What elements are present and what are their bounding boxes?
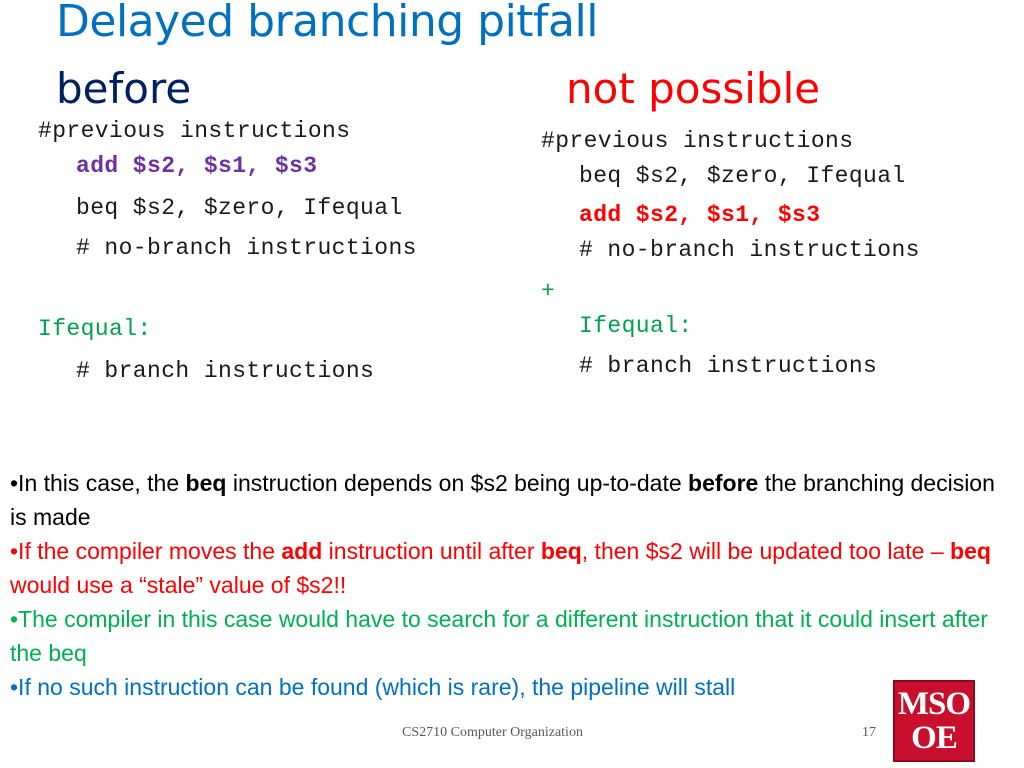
- left-code-line-3: beq $s2, $zero, Ifequal: [76, 195, 403, 221]
- left-code-line-1: #previous instructions: [38, 118, 351, 144]
- slide-title: Delayed branching pitfall: [56, 0, 598, 47]
- left-code-line-6: # branch instructions: [76, 358, 375, 384]
- bullet-4: •If no such instruction can be found (wh…: [10, 674, 736, 700]
- bullet-1-text-e: the branching decision is made: [10, 470, 995, 530]
- bullet-1-beq: beq: [185, 470, 227, 496]
- bullet-1: •In this case, the beq instruction depen…: [10, 466, 1014, 534]
- left-code-line-2: add $s2, $s1, $s3: [76, 153, 318, 179]
- left-code-label: Ifequal:: [38, 316, 152, 342]
- bullet-1-before: before: [688, 470, 759, 496]
- right-code-line-1: #previous instructions: [541, 128, 854, 154]
- right-code-plus: +: [541, 278, 556, 304]
- right-code-label: Ifequal:: [579, 313, 693, 339]
- bullet-1-text-a: •In this case, the: [10, 470, 186, 496]
- logo-line-2: OE: [911, 720, 958, 756]
- logo-line-1: MSO: [897, 686, 971, 722]
- right-code-line-6: # branch instructions: [579, 353, 878, 379]
- bullet-2-text-a: •If the compiler moves the: [10, 538, 282, 564]
- right-code-line-3: add $s2, $s1, $s3: [579, 202, 821, 228]
- left-code-line-4: # no-branch instructions: [76, 235, 417, 261]
- bullet-2-text-e: , then $s2 will be updated too late –: [581, 538, 951, 564]
- bullet-2-beq: beq: [540, 538, 582, 564]
- not-possible-heading: not possible: [566, 64, 821, 113]
- bullet-2-text-g: would use a “stale” value of $s2!!: [10, 572, 347, 598]
- bullet-2-add: add: [281, 538, 323, 564]
- bullet-3: •The compiler in this case would have to…: [10, 606, 988, 666]
- before-heading: before: [56, 64, 192, 113]
- bullet-2: •If the compiler moves the add instructi…: [10, 534, 1014, 602]
- bullet-1-text-c: instruction depends on $s2 being up-to-d…: [226, 470, 689, 496]
- bullet-list: •In this case, the beq instruction depen…: [10, 466, 1014, 704]
- bullet-2-beq-2: beq: [950, 538, 991, 564]
- right-code-line-2: beq $s2, $zero, Ifequal: [579, 163, 906, 189]
- right-code-line-4: # no-branch instructions: [579, 237, 920, 263]
- msoe-logo: MSO OE: [893, 680, 975, 762]
- footer-course: CS2710 Computer Organization: [402, 725, 583, 740]
- bullet-2-text-c: instruction until after: [322, 538, 541, 564]
- page-number: 17: [862, 725, 876, 740]
